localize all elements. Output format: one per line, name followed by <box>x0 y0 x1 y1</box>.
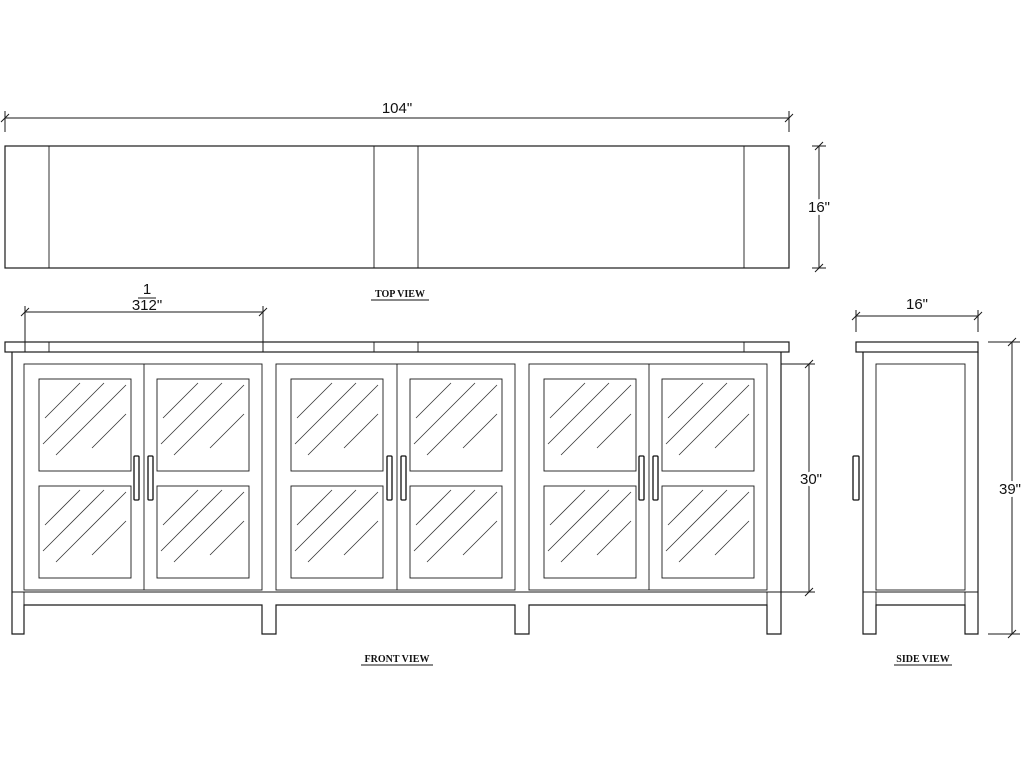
front-top-slab <box>4 341 790 353</box>
section-width-label-top: 1 <box>143 281 151 298</box>
front-section-right <box>528 363 768 591</box>
door-handle <box>147 455 154 501</box>
top-slab <box>4 145 790 269</box>
glass-pane <box>156 485 250 579</box>
glass-pane <box>409 485 503 579</box>
carcass-height-dimension: 30" <box>781 359 825 597</box>
door-handle <box>133 455 140 501</box>
front-section-left <box>23 363 263 591</box>
side-view-caption: SIDE VIEW <box>896 654 949 665</box>
front-view-caption: FRONT VIEW <box>365 654 430 665</box>
glass-pane <box>661 378 755 472</box>
section-width-label-bottom: 312" <box>132 297 162 314</box>
glass-pane <box>38 378 132 472</box>
overall-height-label: 39" <box>999 481 1021 498</box>
glass-pane <box>156 378 250 472</box>
door-handle <box>400 455 407 501</box>
door-handle <box>652 455 659 501</box>
top-width-label: 104" <box>382 100 412 117</box>
side-panel <box>875 363 966 591</box>
top-view: 104" 16" TOP VIEW <box>0 100 833 301</box>
front-carcass <box>11 352 782 635</box>
glass-pane <box>290 485 384 579</box>
side-depth-label: 16" <box>906 296 928 313</box>
glass-pane <box>290 378 384 472</box>
glass-pane <box>543 378 637 472</box>
top-width-dimension: 104" <box>0 100 794 132</box>
door-handle-side <box>852 455 860 501</box>
top-depth-label: 16" <box>808 199 830 216</box>
top-depth-dimension: 16" <box>805 141 833 273</box>
overall-height-dimension: 39" <box>988 337 1024 639</box>
front-section-middle <box>275 363 516 591</box>
door-handle <box>386 455 393 501</box>
top-view-caption: TOP VIEW <box>375 289 425 300</box>
carcass-height-label: 30" <box>800 471 822 488</box>
glass-pane <box>661 485 755 579</box>
glass-pane <box>409 378 503 472</box>
side-view: 16" 39" SIDE VIEW <box>851 296 1024 666</box>
side-depth-dimension: 16" <box>851 296 983 332</box>
door-handle <box>638 455 645 501</box>
section-width-dimension: 1 312" <box>20 281 268 352</box>
front-view: 1 312" <box>4 281 825 666</box>
glass-pane <box>38 485 132 579</box>
glass-pane <box>543 485 637 579</box>
